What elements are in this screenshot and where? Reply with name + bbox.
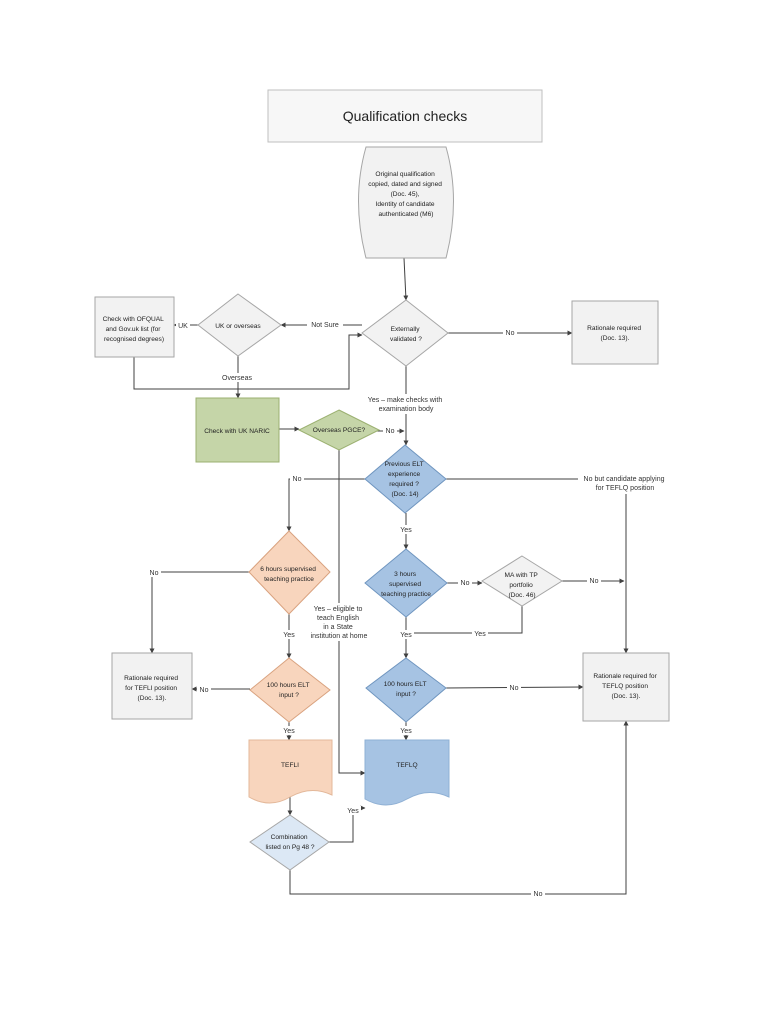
svg-text:UK or overseas: UK or overseas — [215, 323, 261, 330]
label-yes-hundred-left: Yes — [283, 728, 295, 735]
label-yes-combination: Yes — [347, 808, 359, 815]
node-uk-or-overseas: UK or overseas — [197, 293, 282, 357]
svg-text:Rationale required (Doc.: Rationale required (Doc. 13). — [587, 325, 643, 342]
node-teflq: TEFLQ — [364, 739, 450, 806]
node-ma-tp-portfolio: MA with TP portfolio (Doc. 46) — [481, 555, 563, 607]
label-not-sure: Not Sure — [311, 322, 339, 329]
svg-text:TEFLI: TEFLI — [281, 762, 299, 769]
node-tefli: TEFLI — [248, 739, 333, 804]
label-no-combination: No — [534, 891, 543, 898]
title-text: Qualification checks — [343, 108, 468, 124]
node-combination: Combination listed on Pg 48 ? — [249, 814, 330, 871]
label-yes-exam-body: Yes – make checks with examination body — [368, 397, 444, 413]
label-no-but-candidate: No but candidate applying for TEFLQ posi… — [584, 476, 667, 492]
label-no-ma: No — [590, 578, 599, 585]
label-yes-hundred-right: Yes — [400, 728, 412, 735]
svg-text:MA with TP portfolio: MA with TP portfolio (Doc. 46) — [505, 572, 540, 599]
node-three-hours-tp: 3 hours supervised teaching practice — [364, 548, 448, 618]
svg-text:Previous ELT experience: Previous ELT experience required ? (Doc.… — [385, 461, 426, 498]
label-no-six-hours: No — [150, 570, 159, 577]
node-externally-validated: Externally validated ? — [361, 299, 449, 367]
svg-text:Check with OFQUAL and Go: Check with OFQUAL and Gov.uk list (for r… — [103, 316, 166, 343]
node-rationale-tefli: Rationale required for TEFLI position (D… — [111, 652, 193, 720]
node-hundred-hours-right: 100 hours ELT input ? — [365, 657, 447, 723]
label-no-hundred-right: No — [510, 685, 519, 692]
node-six-hours-tp: 6 hours supervised teaching practice — [248, 530, 331, 615]
label-yes-eligible: Yes – eligible to teach English in a Sta… — [311, 606, 368, 640]
node-rationale-doc13-top: Rationale required (Doc. 13). — [571, 300, 659, 365]
edge-ofqual-return — [133, 332, 363, 390]
edge-six-no — [149, 571, 249, 654]
svg-text:6 hours supervised teach: 6 hours supervised teaching practice — [260, 566, 318, 583]
node-original-qualification: Original qualification copied, dated and… — [358, 146, 454, 259]
edge-labels: No Not Sure UK Overseas Yes – make check… — [147, 320, 672, 898]
node-overseas-pgce: Overseas PGCE? — [297, 409, 381, 451]
label-no-top-right: No — [506, 330, 515, 337]
svg-text:100 hours ELT input ?: 100 hours ELT input ? — [384, 681, 429, 698]
node-rationale-teflq: Rationale required for TEFLQ position (D… — [582, 652, 670, 722]
svg-text:3 hours supervised: 3 hours supervised teaching practice — [381, 571, 431, 598]
node-check-naric: Check with UK NARIC — [195, 397, 280, 463]
svg-text:Rationale required for T: Rationale required for TEFLI position (D… — [124, 675, 180, 702]
title-box: Qualification checks — [267, 89, 543, 143]
edge-elt-no — [286, 478, 365, 532]
svg-text:100 hours ELT input ?: 100 hours ELT input ? — [267, 682, 312, 699]
svg-text:Rationale required for T: Rationale required for TEFLQ position (D… — [593, 673, 658, 700]
label-yes-ma: Yes — [474, 631, 486, 638]
label-uk: UK — [178, 323, 188, 330]
svg-text:Overseas PGCE?: Overseas PGCE? — [313, 427, 366, 434]
label-no-hundred-left: No — [200, 687, 209, 694]
svg-text:Externally validated ?: Externally validated ? — [390, 326, 422, 343]
label-yes-six-hours: Yes — [283, 632, 295, 639]
svg-text:Check with UK NARIC: Check with UK NARIC — [204, 428, 270, 435]
svg-text:TEFLQ: TEFLQ — [396, 762, 417, 769]
svg-text:Combination listed on Pg: Combination listed on Pg 48 ? — [265, 834, 314, 851]
label-no-left-elt: No — [293, 476, 302, 483]
node-previous-elt: Previous ELT experience required ? (Doc.… — [364, 444, 447, 514]
edge-ma-yes — [408, 606, 523, 636]
label-yes-elt: Yes — [400, 527, 412, 534]
node-hundred-hours-left: 100 hours ELT input ? — [249, 657, 331, 723]
label-yes-three-hours: Yes — [400, 632, 412, 639]
original-qualification-text: Original qualification copied, dated and… — [368, 171, 444, 218]
edge-combination-no — [289, 720, 629, 895]
edge-pgce-yes — [338, 448, 366, 776]
edge-start-to-validated — [403, 257, 409, 301]
label-no-pgce: No — [386, 428, 395, 435]
node-check-ofqual: Check with OFQUAL and Gov.uk list (for r… — [94, 296, 175, 358]
label-no-three-hours: No — [461, 580, 470, 587]
label-overseas: Overseas — [222, 375, 252, 382]
